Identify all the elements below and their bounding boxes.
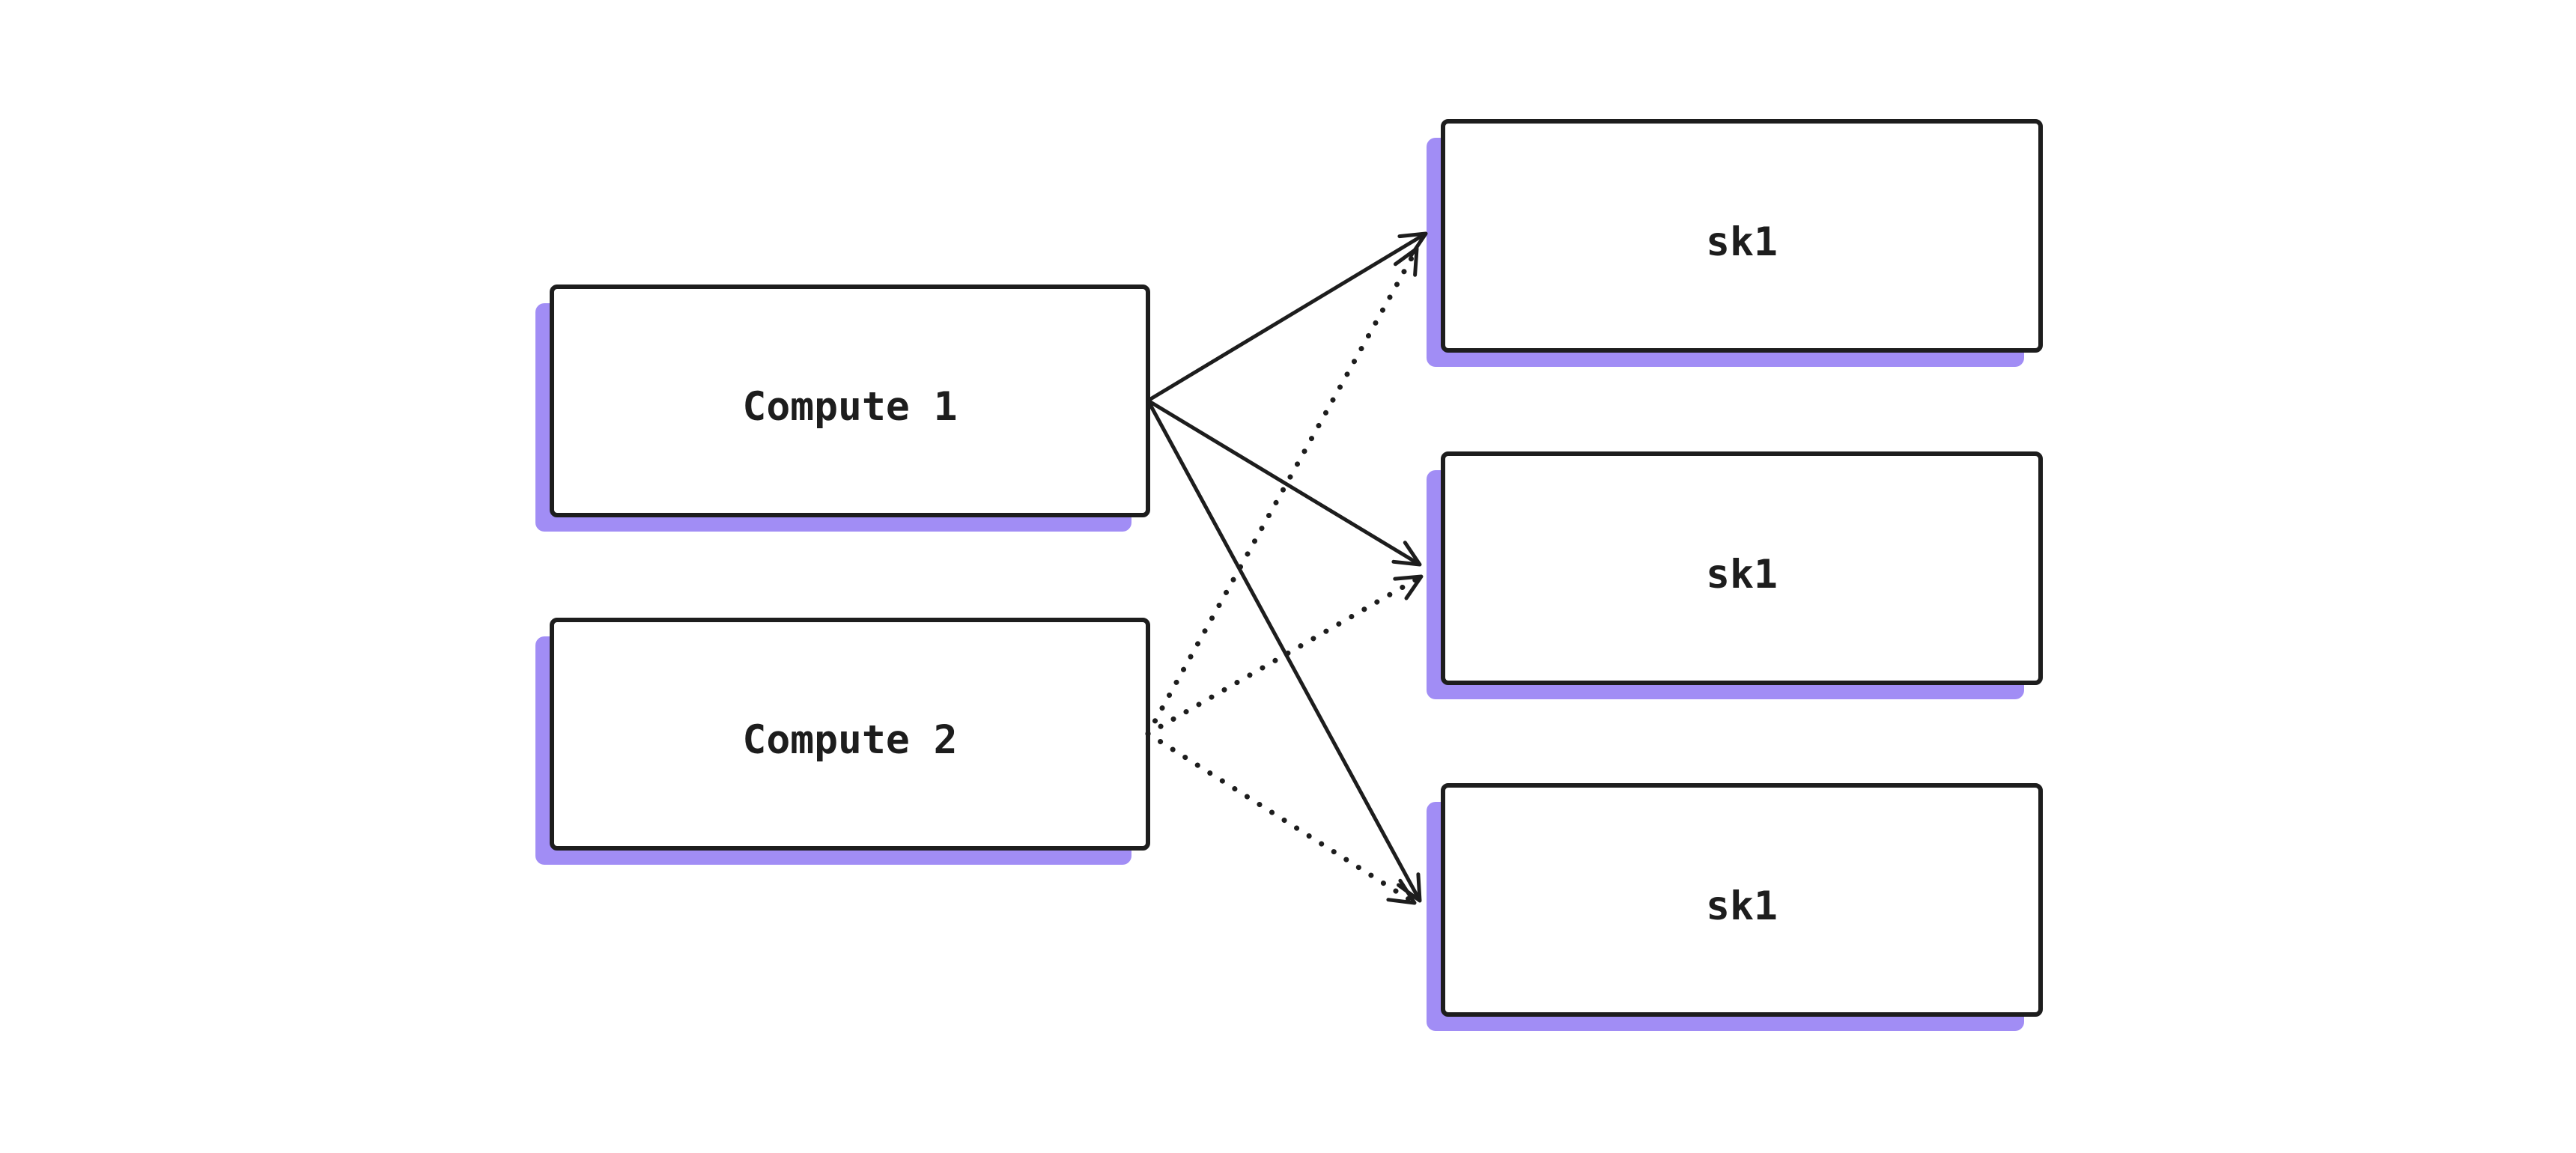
node-sk1-top-box <box>1441 119 2043 353</box>
edge-compute-1-to-sk1-bottom <box>1146 399 1422 903</box>
edge-compute-1-to-sk1-top <box>1146 231 1428 403</box>
edge-compute-2-to-sk1-top <box>1145 246 1420 737</box>
node-sk1-top-label: sk1 <box>1706 219 1778 265</box>
node-sk1-bottom: sk1 <box>1427 783 2043 1031</box>
edge-line <box>1145 731 1418 906</box>
node-sk1-top: sk1 <box>1427 119 2043 367</box>
node-compute-1-label: Compute 1 <box>742 384 957 430</box>
arrowhead-vee-icon <box>1391 541 1422 567</box>
node-compute-2: Compute 2 <box>535 618 1150 865</box>
edge-line <box>1146 399 1422 902</box>
node-compute-2-label: Compute 2 <box>742 717 957 763</box>
arrowhead-vee-icon <box>1393 574 1424 600</box>
node-sk1-bottom-box <box>1441 783 2043 1017</box>
node-sk1-middle-box <box>1441 451 2043 685</box>
node-compute-1: Compute 1 <box>535 285 1150 532</box>
arrowhead-vee-icon <box>1393 246 1419 277</box>
edge-line <box>1146 231 1427 403</box>
edge-line <box>1146 398 1421 567</box>
node-sk1-bottom-label: sk1 <box>1706 883 1778 929</box>
arrowhead-vee-icon <box>1386 878 1417 905</box>
edge-line <box>1145 246 1420 737</box>
node-sk1-middle: sk1 <box>1427 451 2043 699</box>
edge-line <box>1145 574 1424 737</box>
edge-compute-1-to-sk1-middle <box>1146 398 1422 567</box>
edge-compute-2-to-sk1-bottom <box>1145 731 1418 906</box>
edge-compute-2-to-sk1-middle <box>1145 574 1424 737</box>
node-sk1-middle-label: sk1 <box>1706 552 1778 597</box>
